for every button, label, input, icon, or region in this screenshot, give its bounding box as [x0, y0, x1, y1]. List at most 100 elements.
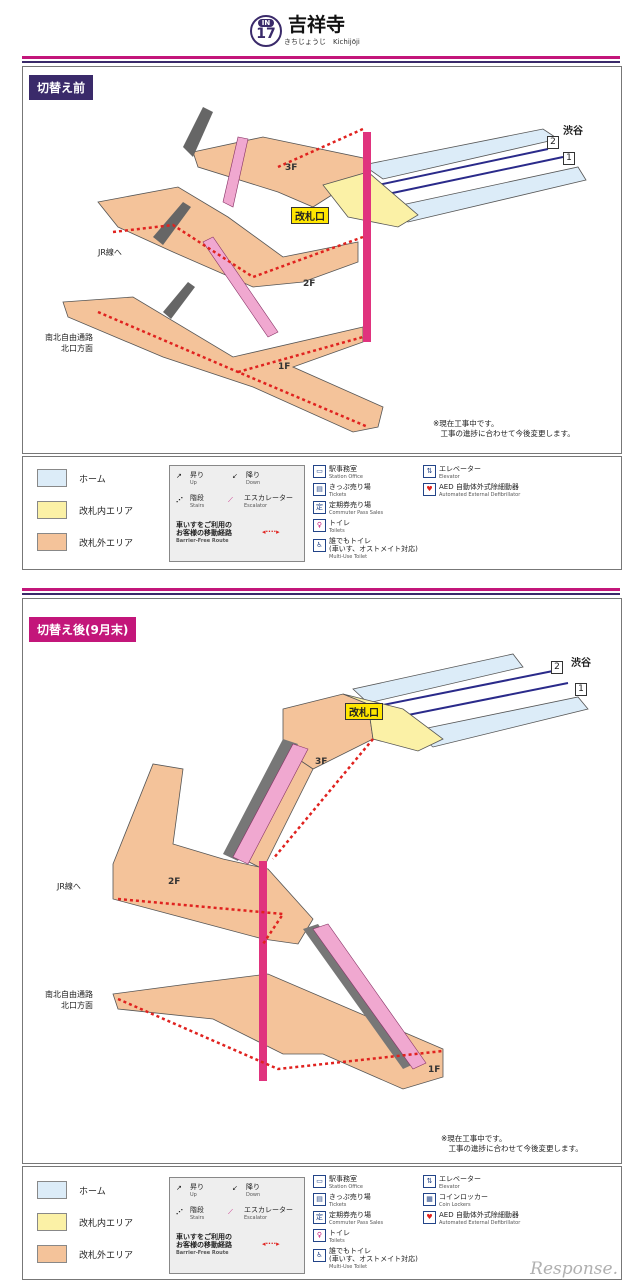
floor-label-2f: 2F	[168, 877, 181, 887]
barrier-free-route-2f	[112, 223, 364, 279]
floor-label-1f: 1F	[428, 1065, 441, 1075]
legend-swatch-outside	[37, 533, 67, 551]
elevator-icon: ⇅	[423, 1175, 436, 1188]
track-2	[377, 148, 549, 186]
legend-multi: 誰でもトイレ (車いす、オストメイト対応)Multi-Use Toilet	[329, 537, 418, 560]
after-map-panel: 切替え後(9月末) 3F 2F 1F 改札口 JR線へ 南北自由通路 北口方面 …	[22, 598, 622, 1164]
floor-label-3f: 3F	[285, 163, 298, 173]
nanboku-passage-direction: 南北自由通路 北口方面	[45, 333, 93, 353]
station-header: IN 17 吉祥寺 きちじょうじ Kichijōji	[22, 10, 620, 56]
track-number-2: 2	[551, 661, 563, 674]
station-reading: きちじょうじ Kichijōji	[284, 38, 360, 46]
stairs-lower	[163, 282, 195, 319]
track-2	[362, 670, 554, 710]
elevator-shaft	[259, 861, 267, 1081]
before-map-panel: 切替え前 3F 2F 1F 改札口 JR線へ 南北自由通路 北口方面 渋谷 2 …	[22, 66, 622, 454]
ticket-gate-label: 改札口	[345, 703, 383, 720]
legend-swatch-platform	[37, 469, 67, 487]
platform-upper	[352, 653, 524, 704]
line-color-stripe	[22, 593, 620, 595]
escalator-2	[202, 236, 279, 338]
down-arrow-icon: ↙	[232, 472, 238, 480]
toilet-icon: ♀	[313, 1229, 326, 1242]
barrier-free-route-1f	[117, 997, 444, 1071]
nanboku-passage-direction: 南北自由通路 北口方面	[45, 990, 93, 1010]
legend-multi: 誰でもトイレ (車いす、オストメイト対応)Multi-Use Toilet	[329, 1247, 418, 1270]
legend-swatch-platform	[37, 1181, 67, 1199]
legend-swatch-outside	[37, 1245, 67, 1263]
escalator-icon: ⟋	[228, 496, 233, 504]
stairs-upper	[183, 107, 213, 157]
commuter-pass-icon: 定	[313, 1211, 326, 1224]
line-code: IN	[258, 19, 274, 27]
stairs-mid	[153, 202, 191, 245]
station-office-icon: ▭	[313, 1175, 326, 1188]
legend-label-platform: ホーム	[79, 1187, 106, 1197]
station-name: 吉祥寺	[288, 14, 346, 36]
station-number: 17	[256, 26, 276, 42]
track-number-2: 2	[547, 136, 559, 149]
line-color-stripe	[22, 588, 620, 591]
legend-label-outside: 改札外エリア	[79, 539, 134, 549]
legend-swatch-inside	[37, 501, 67, 519]
floor-label-1f: 1F	[278, 362, 291, 372]
shibuya-direction: 渋谷	[571, 658, 591, 669]
elevator-shaft	[363, 132, 371, 342]
floor-label-2f: 2F	[303, 279, 316, 289]
escalator-upper	[232, 743, 309, 865]
barrier-free-route-1f-up	[237, 335, 364, 374]
legend-label-outside: 改札外エリア	[79, 1251, 134, 1261]
barrier-free-route-2f	[117, 897, 286, 945]
response-watermark: Response.	[530, 1259, 618, 1279]
floor-1f	[112, 973, 444, 1090]
escalator-1	[222, 136, 249, 208]
stairs-icon: ⋰	[176, 496, 183, 504]
toilet-icon: ♀	[313, 519, 326, 532]
track-number-1: 1	[575, 683, 587, 696]
route-arrow-icon: ◂····▸	[262, 528, 280, 536]
wheelchair-icon: ♿	[313, 1249, 326, 1262]
aed-icon: ♥	[423, 483, 436, 496]
commuter-pass-icon: 定	[313, 501, 326, 514]
after-tag: 切替え後(9月末)	[29, 617, 137, 642]
ticket-machine-icon: ▤	[313, 1193, 326, 1206]
aed-icon: ♥	[423, 1211, 436, 1224]
station-number-badge: IN 17	[250, 15, 282, 47]
escalator-lower	[312, 923, 427, 1070]
before-map-diagram	[62, 107, 587, 433]
up-arrow-icon: ↗	[176, 1184, 182, 1192]
station-office-icon: ▭	[313, 465, 326, 478]
stairs-icon: ⋰	[176, 1208, 183, 1216]
track-number-1: 1	[563, 152, 575, 165]
ticket-gate-label: 改札口	[291, 207, 329, 224]
legend-label-inside: 改札内エリア	[79, 507, 134, 517]
jr-line-direction: JR線へ	[98, 248, 122, 257]
shibuya-direction: 渋谷	[563, 126, 583, 137]
up-arrow-icon: ↗	[176, 472, 182, 480]
